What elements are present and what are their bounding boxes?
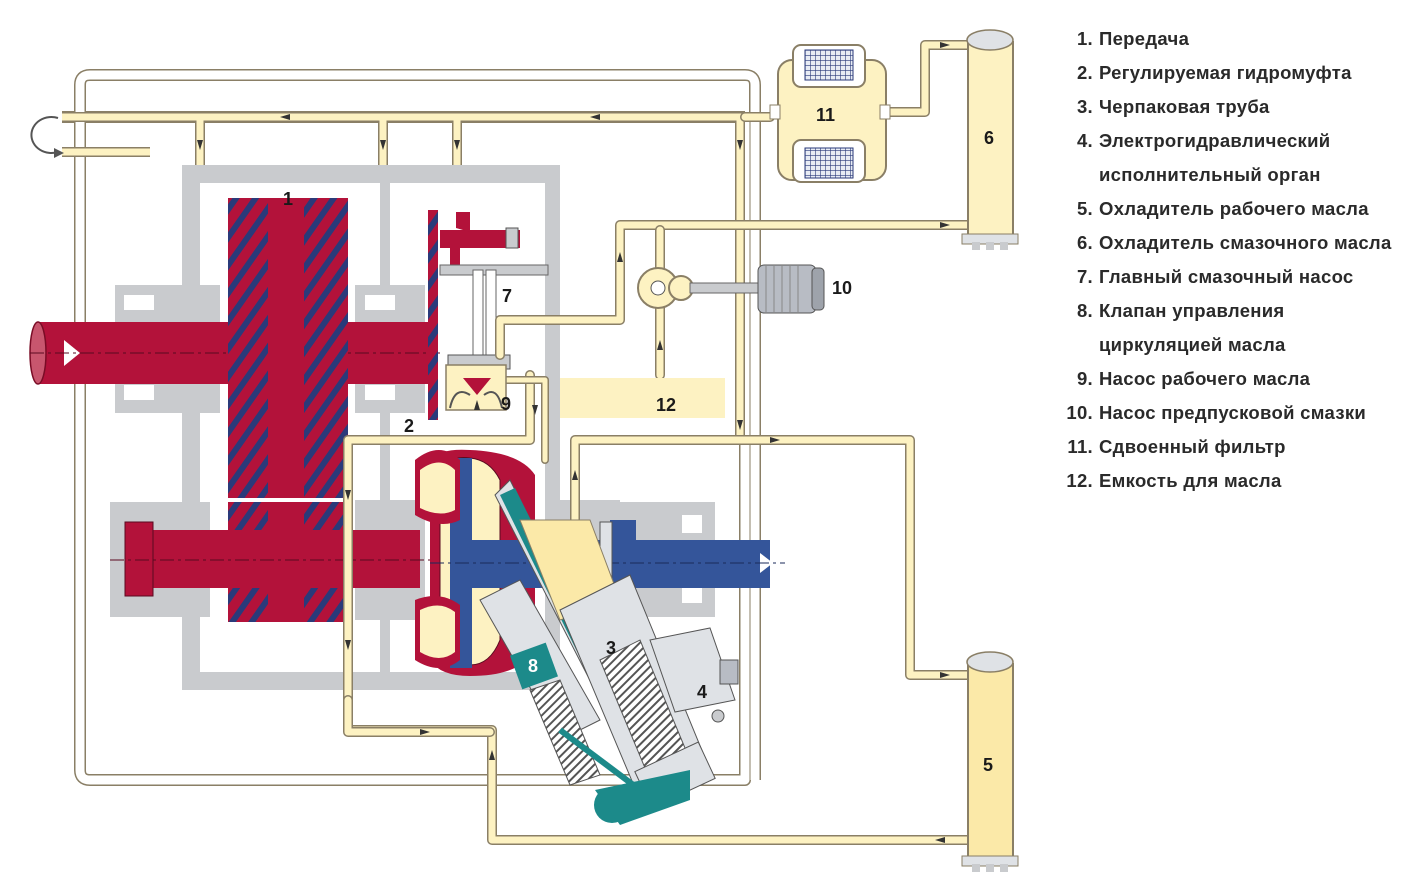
legend-number: 8. xyxy=(1076,300,1093,321)
legend-item: 9. Насос рабочего масла xyxy=(1060,362,1400,396)
legend-text: Охладитель рабочего масла xyxy=(1099,198,1369,219)
legend-number: 3. xyxy=(1076,96,1093,117)
legend-text: Охладитель смазочного масла xyxy=(1099,232,1392,253)
legend-text: Передача xyxy=(1099,28,1190,49)
legend-number: 6. xyxy=(1076,232,1093,253)
legend-item: 8. Клапан управления циркуляцией масла xyxy=(1060,294,1400,362)
legend-item: 3. Черпаковая труба xyxy=(1060,90,1400,124)
callout-4: 4 xyxy=(697,682,707,702)
legend-number: 2. xyxy=(1076,62,1093,83)
callout-10: 10 xyxy=(832,278,852,298)
legend-item: 2. Регулируемая гидромуфта xyxy=(1060,56,1400,90)
working-oil-cooler xyxy=(961,651,1019,872)
callout-9: 9 xyxy=(501,394,511,414)
callout-6: 6 xyxy=(984,128,994,148)
flow-arrows xyxy=(197,42,950,843)
prelube-pump xyxy=(637,264,825,314)
legend-number: 12. xyxy=(1066,470,1093,491)
legend-number: 5. xyxy=(1076,198,1093,219)
legend-text: Черпаковая труба xyxy=(1099,96,1270,117)
oil-reservoir xyxy=(560,378,725,418)
legend-number: 9. xyxy=(1076,368,1093,389)
legend-text: Сдвоенный фильтр xyxy=(1099,436,1286,457)
legend-text: Емкость для масла xyxy=(1099,470,1282,491)
circulation-control-valve xyxy=(479,579,690,825)
legend-text: Электрогидравлический исполнительный орг… xyxy=(1099,130,1331,185)
legend-text: Регулируемая гидромуфта xyxy=(1099,62,1352,83)
duplex-filter xyxy=(769,44,891,183)
callout-3: 3 xyxy=(606,638,616,658)
legend-text: Главный смазочный насос xyxy=(1099,266,1354,287)
callout-2: 2 xyxy=(404,416,414,436)
callout-1: 1 xyxy=(283,189,293,209)
legend-text: Клапан управления циркуляцией масла xyxy=(1099,300,1286,355)
scoop-tube xyxy=(494,479,716,809)
oil-piping xyxy=(343,40,973,845)
legend-item: 6. Охладитель смазочного масла xyxy=(1060,226,1400,260)
legend: 1. Передача 2. Регулируемая гидромуфта 3. Ч… xyxy=(1060,22,1400,498)
legend-item: 5. Охладитель рабочего масла xyxy=(1060,192,1400,226)
lube-oil-cooler xyxy=(961,29,1019,250)
return-arrowhead-icon xyxy=(54,148,64,158)
working-oil-pump xyxy=(445,364,507,411)
legend-item: 1. Передача xyxy=(1060,22,1400,56)
legend-number: 11. xyxy=(1067,436,1093,457)
legend-text: Насос рабочего масла xyxy=(1099,368,1311,389)
legend-item: 4. Электрогидравлический исполнительный о… xyxy=(1060,124,1400,192)
intermediate-shaft xyxy=(110,521,430,597)
legend-item: 12. Емкость для масла xyxy=(1060,464,1400,498)
callout-8: 8 xyxy=(528,656,538,676)
legend-item: 11. Сдвоенный фильтр xyxy=(1060,430,1400,464)
main-lube-pump xyxy=(428,210,549,420)
legend-number: 10. xyxy=(1066,402,1093,423)
callout-11: 11 xyxy=(816,105,835,125)
callout-7: 7 xyxy=(502,286,512,306)
legend-number: 4. xyxy=(1076,130,1093,151)
callout-labels: 1 2 3 4 5 6 7 8 9 10 11 12 xyxy=(283,105,994,775)
return-arrow-icon xyxy=(30,116,59,154)
legend-item: 7. Главный смазочный насос xyxy=(1060,260,1400,294)
legend-item: 10. Насос предпусковой смазки xyxy=(1060,396,1400,430)
electrohydraulic-actuator xyxy=(649,627,739,723)
callout-12: 12 xyxy=(656,395,676,415)
legend-text: Насос предпусковой смазки xyxy=(1099,402,1367,423)
transmission-oil-system-diagram: 1 2 3 4 5 6 7 8 9 10 11 12 xyxy=(29,29,1019,872)
legend-number: 1. xyxy=(1076,28,1093,49)
callout-5: 5 xyxy=(983,755,993,775)
input-direction-arrow-icon xyxy=(64,340,80,366)
legend-number: 7. xyxy=(1076,266,1093,287)
